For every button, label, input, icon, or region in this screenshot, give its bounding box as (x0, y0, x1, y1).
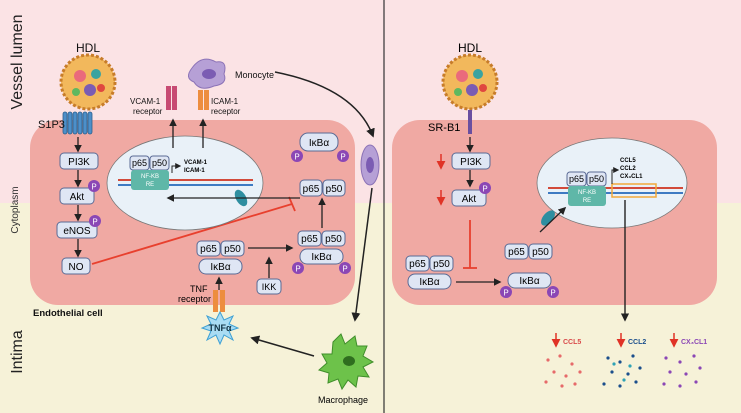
svg-text:RE: RE (583, 198, 591, 204)
monocyte-icon (188, 58, 226, 89)
monocyte-label: Monocyte (235, 70, 274, 80)
cx3cl1-label: CX₃CL1 (681, 339, 707, 346)
svg-text:CCL5: CCL5 (620, 158, 636, 164)
pi3k-node-left (59, 152, 99, 170)
no-inhibition-line (91, 203, 293, 265)
svg-text:receptor: receptor (211, 107, 241, 116)
svg-text:IκBα: IκBα (311, 252, 331, 263)
svg-text:p50: p50 (532, 247, 549, 258)
svg-text:IκBα: IκBα (419, 277, 439, 288)
svg-text:IκBα: IκBα (519, 276, 539, 287)
enos-label: eNOS (63, 226, 91, 237)
macrophage-icon (317, 333, 375, 391)
no-node (61, 257, 91, 275)
svg-text:p50: p50 (589, 174, 604, 184)
svg-text:VCAM-1: VCAM-1 (130, 97, 161, 106)
svg-text:RE: RE (146, 182, 154, 188)
cytoplasm-label: Cytoplasm (10, 186, 21, 233)
hdl-particle-right (441, 53, 499, 111)
vessel-lumen-label: Vessel lumen (9, 14, 26, 109)
ccl2-dots (602, 354, 642, 388)
intima-label: Intima (9, 330, 26, 374)
akt-node-left (59, 187, 95, 205)
svg-text:p50: p50 (224, 244, 241, 255)
svg-text:p65: p65 (409, 259, 426, 270)
ccl5-label: CCL5 (563, 339, 581, 346)
svg-text:P: P (342, 265, 347, 274)
svg-text:CCL2: CCL2 (620, 166, 636, 172)
phospho-akt-left (88, 180, 100, 192)
ikk-node (256, 278, 282, 295)
svg-text:TNFα: TNFα (208, 323, 231, 333)
akt-label-left: Akt (70, 192, 85, 203)
s1p3-receptor-icon (62, 111, 93, 135)
svg-text:p50: p50 (152, 158, 167, 168)
macrophage-label: Macrophage (318, 395, 368, 405)
nfkb-re-left (131, 170, 169, 190)
enos-node (56, 221, 98, 239)
monocyte-migration-arrow (274, 71, 375, 138)
svg-text:P: P (482, 185, 487, 194)
no-label: NO (69, 262, 84, 273)
svg-text:NF-KB: NF-KB (578, 190, 596, 196)
icam1-receptor-icon (198, 90, 209, 110)
srb1-receptor-icon (468, 110, 472, 134)
svg-text:p65: p65 (200, 244, 217, 255)
ccl5-dots (544, 354, 582, 388)
migrating-monocyte-icon (360, 144, 380, 186)
svg-text:Akt: Akt (462, 194, 477, 205)
svg-text:P: P (340, 153, 345, 162)
svg-text:VCAM-1: VCAM-1 (184, 160, 208, 166)
svg-text:p65: p65 (508, 247, 525, 258)
svg-text:TNF: TNF (190, 284, 208, 294)
tnf-receptor-icon (213, 290, 225, 312)
svg-text:p65: p65 (132, 158, 147, 168)
tnfa-icon (200, 310, 240, 346)
svg-text:P: P (295, 265, 300, 274)
svg-text:IKK: IKK (262, 282, 277, 292)
phospho-enos (89, 215, 101, 227)
svg-text:P: P (550, 289, 555, 298)
cx3cl1-dots (662, 354, 702, 388)
svg-text:receptor: receptor (178, 294, 211, 304)
svg-text:P: P (503, 289, 508, 298)
srb1-label: SR-B1 (428, 122, 460, 134)
svg-text:CX₃CL1: CX₃CL1 (620, 174, 643, 180)
svg-text:P: P (294, 153, 299, 162)
ccl2-dots-teal (612, 362, 632, 382)
nucleus-left (106, 135, 264, 231)
vcam1-receptor-icon (166, 86, 177, 110)
svg-text:IκBα: IκBα (309, 138, 329, 149)
ikba-node-top (299, 132, 339, 152)
svg-text:p50: p50 (326, 184, 343, 195)
svg-text:PI3K: PI3K (460, 157, 482, 168)
s1p3-label: S1P3 (38, 119, 65, 131)
nuclear-pore-right (541, 210, 555, 226)
hdl-particle-left (59, 53, 117, 111)
hdl-label-left: HDL (76, 41, 100, 55)
svg-text:IκBα: IκBα (210, 262, 230, 273)
svg-text:ICAM-1: ICAM-1 (184, 168, 205, 174)
pi3k-label-left: PI3K (68, 157, 90, 168)
svg-text:p65: p65 (301, 234, 318, 245)
ccl2-label: CCL2 (628, 339, 646, 346)
endothelial-cell-label: Endothelial cell (33, 308, 103, 319)
hdl-label-right: HDL (458, 41, 482, 55)
svg-text:P: P (92, 218, 97, 227)
svg-text:receptor: receptor (133, 107, 163, 116)
svg-text:p50: p50 (433, 259, 450, 270)
svg-text:p65: p65 (569, 174, 584, 184)
svg-text:ICAM-1: ICAM-1 (211, 97, 239, 106)
svg-text:P: P (91, 183, 96, 192)
monocyte-to-macrophage-arrow (351, 187, 373, 322)
svg-text:p50: p50 (325, 234, 342, 245)
svg-text:p65: p65 (303, 184, 320, 195)
svg-text:NF-KB: NF-KB (141, 174, 159, 180)
